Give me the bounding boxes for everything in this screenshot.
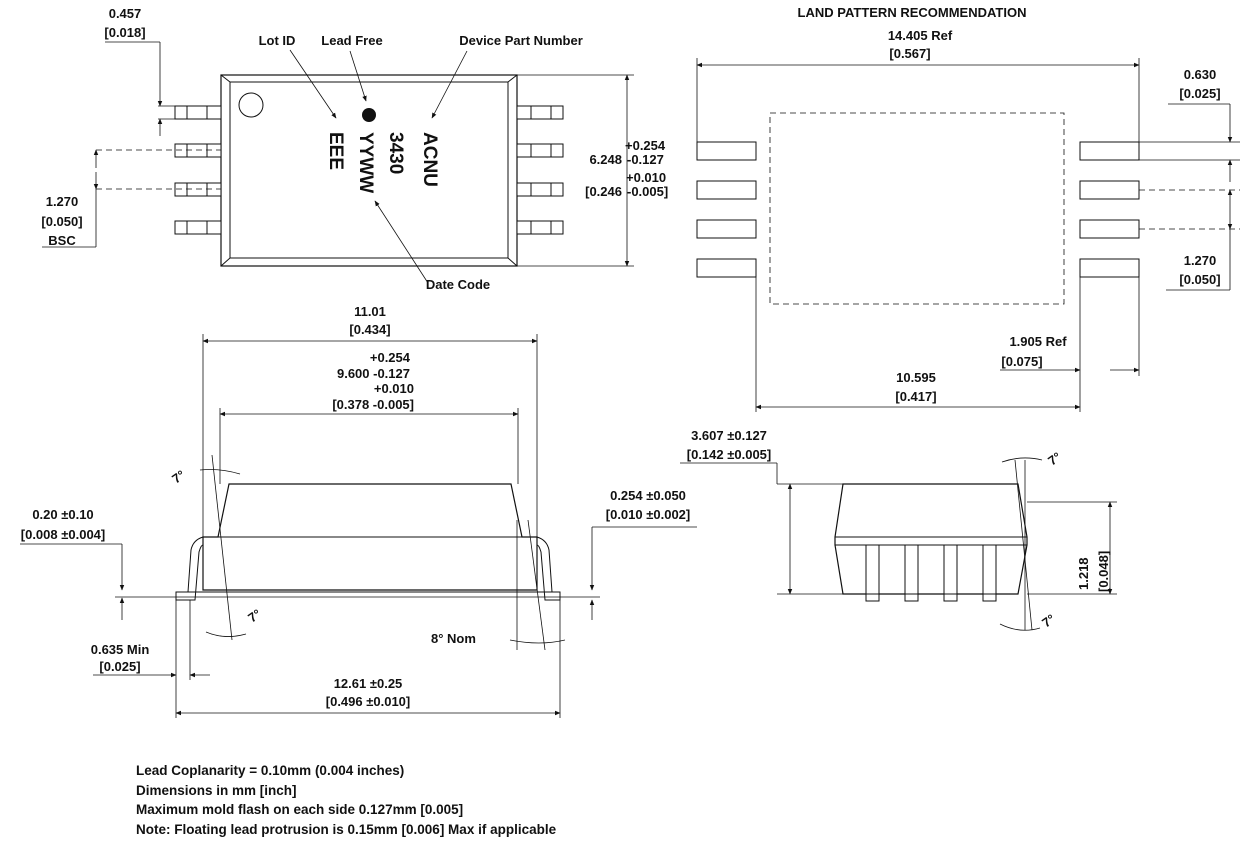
- end-angle-7-top: 7°: [1045, 449, 1064, 468]
- pitch-label: 1.270: [46, 194, 79, 209]
- land-overall-inch-label: [0.567]: [889, 46, 930, 61]
- standoff-label: 0.20 ±0.10: [32, 507, 93, 522]
- note-mold-flash: Maximum mold flash on each side 0.127mm …: [136, 802, 464, 817]
- body-length-label: 9.600 -0.127: [337, 366, 410, 381]
- end-height-label: 3.607 ±0.127: [691, 428, 767, 443]
- notes-block: Lead Coplanarity = 0.10mm (0.004 inches)…: [136, 761, 556, 839]
- lot-id-callout: Lot ID: [259, 33, 296, 48]
- right-leads: [516, 105, 564, 235]
- width-nominal: 6.248: [589, 152, 622, 167]
- width-inch-nominal: [0.246: [585, 184, 622, 199]
- left-leads: [174, 105, 222, 235]
- end-seat-inch-label: [0.048]: [1096, 551, 1111, 592]
- lead-thickness-label: 0.254 ±0.050: [610, 488, 686, 503]
- note-lead-protrusion: Note: Floating lead protrusion is 0.15mm…: [136, 821, 557, 837]
- pitch-inch-label: [0.050]: [41, 214, 82, 229]
- lead-free-dot: [362, 108, 376, 122]
- land-pad-length-label: 1.905 Ref: [1009, 334, 1067, 349]
- land-overall-label: 14.405 Ref: [888, 28, 953, 43]
- end-leads: [865, 544, 997, 602]
- part-number-callout: Device Part Number: [459, 33, 583, 48]
- angle-7-bottom: 7°: [245, 606, 264, 625]
- width-tol-plus: +0.254: [625, 138, 666, 153]
- end-body: [834, 483, 1028, 595]
- land-pattern-title: LAND PATTERN RECOMMENDATION: [798, 5, 1027, 20]
- span-inch-label: [0.496 ±0.010]: [326, 694, 410, 709]
- lead-width-inch-label: [0.018]: [104, 25, 145, 40]
- body-length-inch-label: [0.378 -0.005]: [332, 397, 414, 412]
- width-inch-tol-plus: +0.010: [626, 170, 666, 185]
- width-tol-minus: -0.127: [627, 152, 664, 167]
- land-pitch-inch-label: [0.050]: [1179, 272, 1220, 287]
- marking-part-number: ACNU: [419, 132, 440, 187]
- land-inner-span-inch-label: [0.417]: [895, 389, 936, 404]
- body-length-inch-tol-plus: +0.010: [374, 381, 414, 396]
- angle-7-top: 7°: [169, 467, 188, 486]
- land-pattern: LAND PATTERN RECOMMENDATION 14.405 Ref […: [696, 5, 1240, 412]
- land-pad-width-label: 0.630: [1184, 67, 1217, 82]
- angle-8-nominal: 8° Nom: [431, 631, 476, 646]
- lead-free-callout: Lead Free: [321, 33, 382, 48]
- top-view: 0.457 [0.018] 1.270 [0.050] BSC Lot ID L…: [41, 6, 668, 292]
- end-height-inch-label: [0.142 ±0.005]: [687, 447, 771, 462]
- land-pattern-body-outline: [769, 112, 1065, 305]
- package-outline: [220, 74, 518, 267]
- pin1-indicator: [238, 92, 264, 118]
- land-inner-span-label: 10.595: [896, 370, 936, 385]
- side-view: 11.01 [0.434] +0.254 9.600 -0.127 +0.010…: [20, 304, 697, 718]
- width-inch-tol-minus: -0.005]: [627, 184, 668, 199]
- land-pad-length-inch-label: [0.075]: [1001, 354, 1042, 369]
- marking-lot-id: EEE: [325, 132, 346, 170]
- standoff-inch-label: [0.008 ±0.004]: [21, 527, 105, 542]
- package-inner-outline: [229, 81, 509, 259]
- end-angle-7-bottom: 7°: [1039, 611, 1058, 630]
- note-units: Dimensions in mm [inch]: [136, 782, 297, 798]
- date-code-callout: Date Code: [426, 277, 490, 292]
- land-pads-left: [696, 141, 757, 278]
- body-overall-inch-label: [0.434]: [349, 322, 390, 337]
- land-pad-width-inch-label: [0.025]: [1179, 86, 1220, 101]
- note-coplanarity: Lead Coplanarity = 0.10mm (0.004 inches): [136, 763, 405, 778]
- lead-thickness-inch-label: [0.010 ±0.002]: [606, 507, 690, 522]
- foot-min-label: 0.635 Min: [91, 642, 150, 657]
- body-overall-label: 11.01: [354, 304, 386, 319]
- end-seat-label: 1.218: [1076, 557, 1091, 590]
- span-label: 12.61 ±0.25: [334, 676, 403, 691]
- pitch-bsc-label: BSC: [48, 233, 76, 248]
- marking-date-format: YYWW: [355, 132, 376, 193]
- land-pitch-label: 1.270: [1184, 253, 1217, 268]
- marking-date-code: 3430: [385, 132, 406, 174]
- body-length-tol-plus: +0.254: [370, 350, 411, 365]
- end-view: 3.607 ±0.127 [0.142 ±0.005] 7° 7° 1.218 …: [680, 428, 1117, 631]
- lead-width-label: 0.457: [109, 6, 142, 21]
- land-pads-right: [1079, 141, 1140, 278]
- foot-min-inch-label: [0.025]: [99, 659, 140, 674]
